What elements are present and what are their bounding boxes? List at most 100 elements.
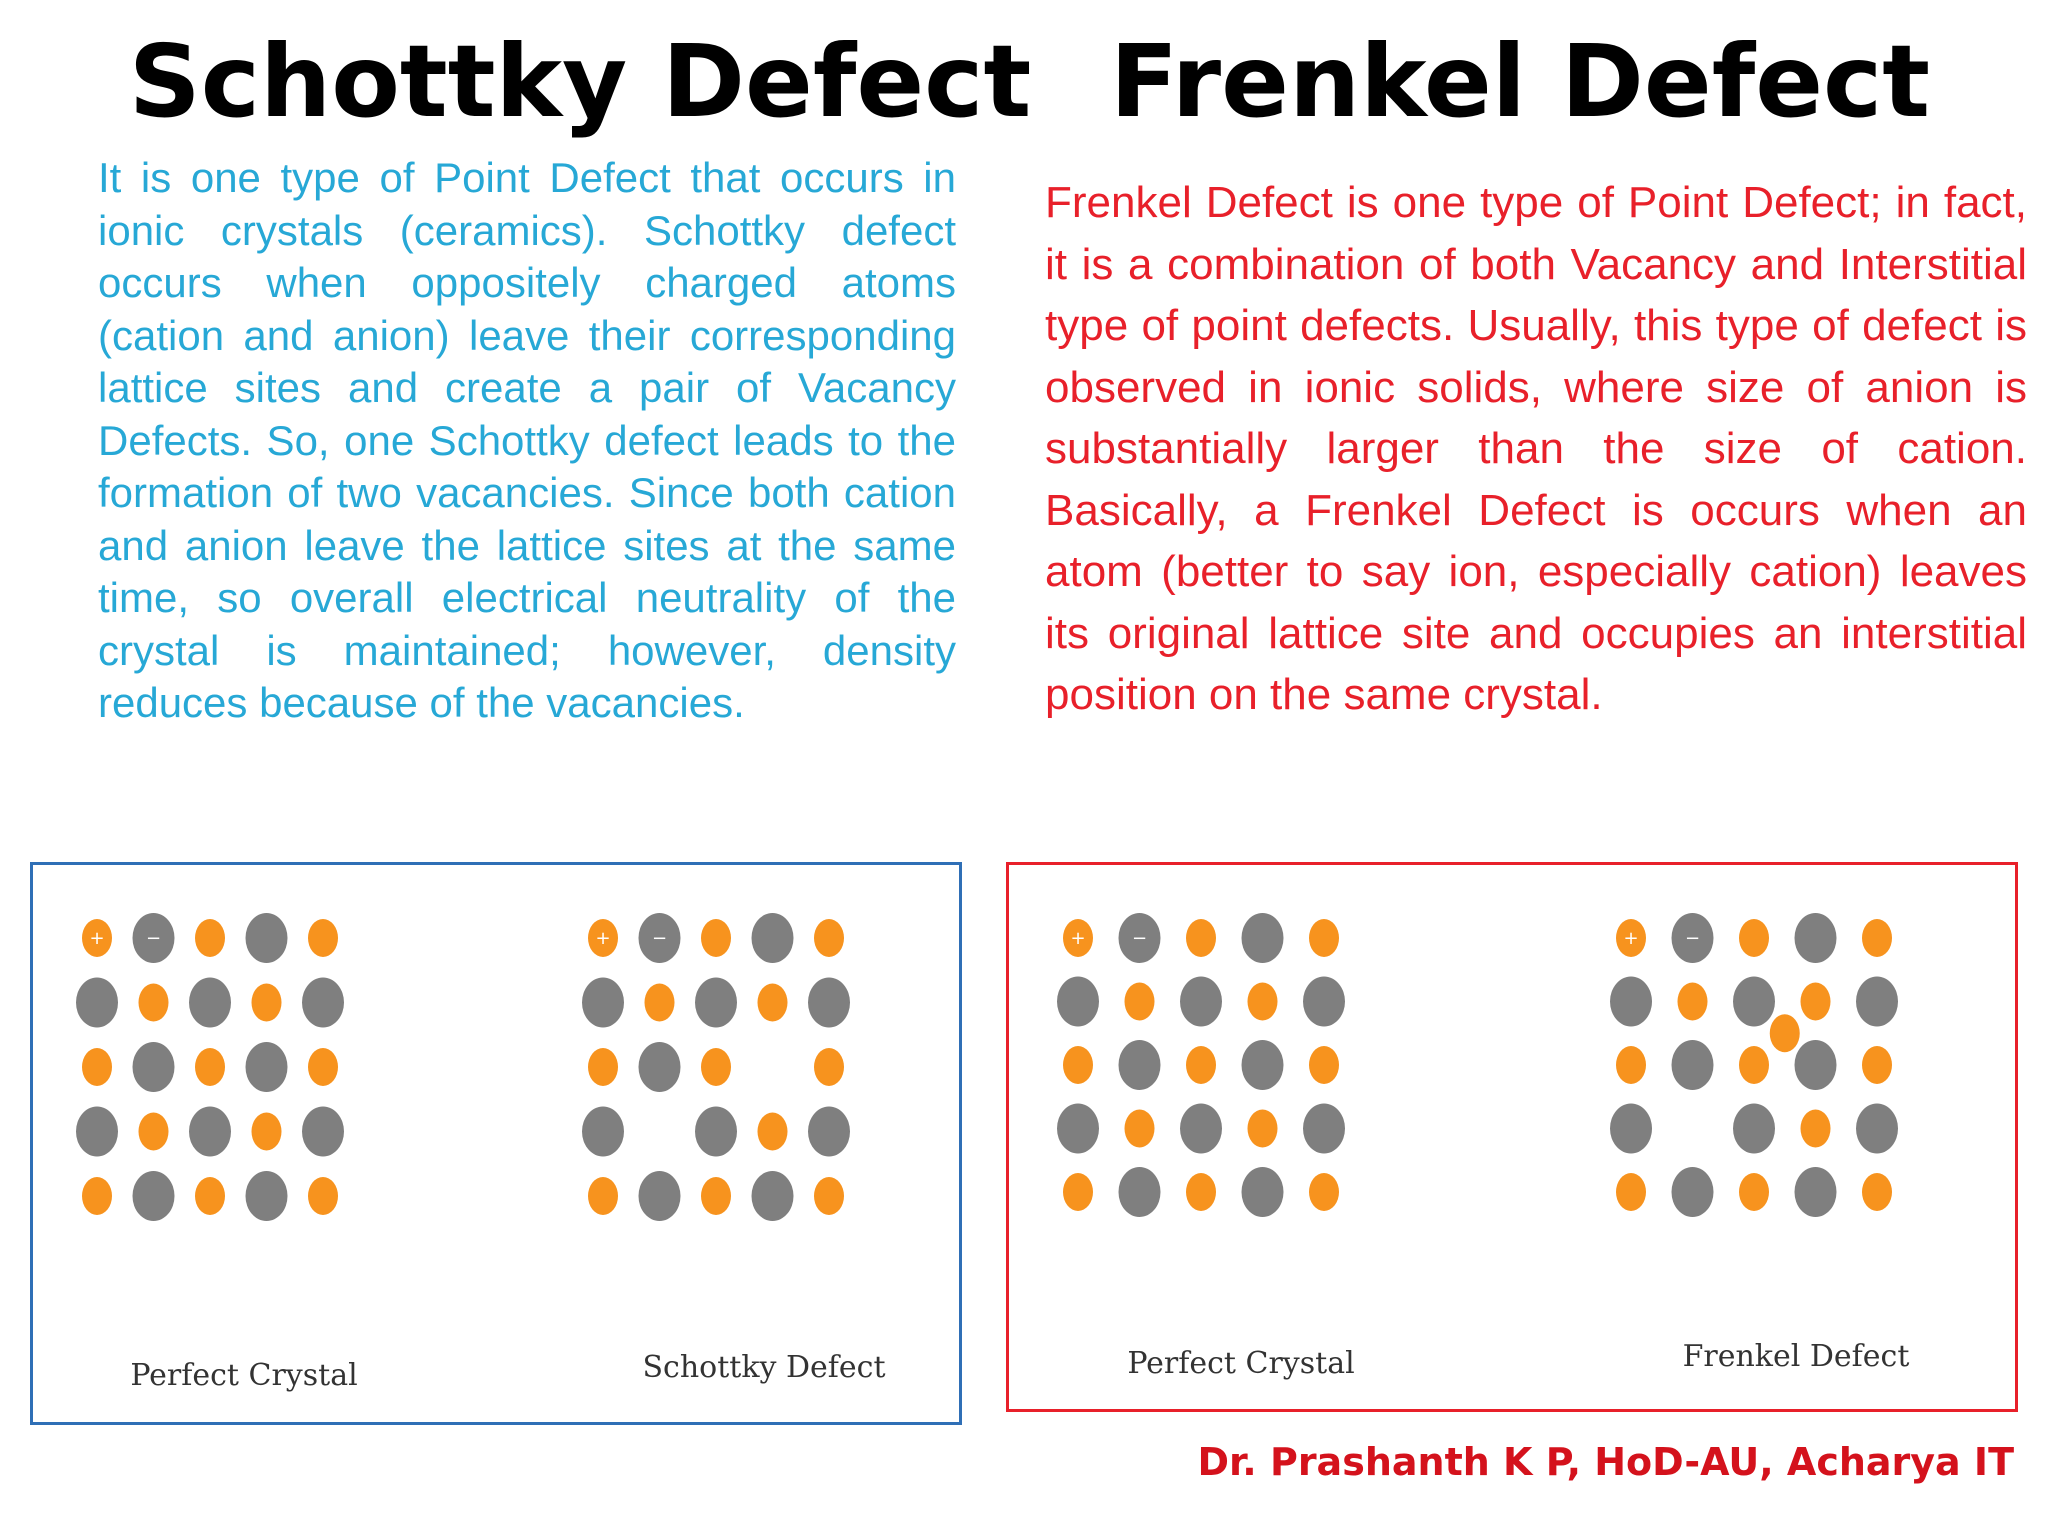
anion [808,1106,850,1157]
anion [302,1106,344,1157]
frenkel-defect-lattice: +− [1610,913,1898,1217]
cation [1063,1046,1093,1084]
plus-sign: + [1070,928,1085,949]
anion [1794,1167,1837,1217]
anion [1118,1040,1161,1090]
anion [302,977,344,1028]
anion [245,913,288,963]
anion [1241,1040,1284,1090]
anion [1610,1103,1652,1154]
anion [1733,976,1775,1027]
anion [1180,1103,1222,1154]
anion [1610,976,1652,1027]
perfect-crystal-caption: Perfect Crystal [130,1358,357,1393]
cation [1186,1173,1216,1211]
anion [638,1171,681,1221]
anion [132,1042,175,1092]
schottky-diagram-panel: +− +− Perfect Crystal Schottky Defect [30,862,962,1425]
cation [1186,1046,1216,1084]
minus-sign: − [1132,928,1147,949]
cation [251,1112,282,1151]
schottky-defect-caption: Schottky Defect [642,1350,885,1385]
cation [1862,1173,1892,1211]
perfect-crystal-lattice: +− [76,913,344,1221]
anion [751,1171,794,1221]
cation [1862,919,1892,957]
minus-sign: − [1685,928,1700,949]
anion [245,1042,288,1092]
cation [195,1177,225,1215]
anion [1794,913,1837,963]
cation [701,1177,731,1215]
anion [245,1171,288,1221]
cation [644,983,675,1022]
cation [82,1048,112,1086]
cation [1739,919,1769,957]
anion [1180,976,1222,1027]
anion [1057,1103,1099,1154]
cation [1616,919,1646,957]
minus-sign: − [652,928,667,949]
cation [814,1177,844,1215]
cation [1677,982,1708,1021]
anion [1241,913,1284,963]
anion [1671,913,1714,963]
perfect-crystal-caption: Perfect Crystal [1127,1346,1354,1381]
anion [582,1106,624,1157]
anion [132,913,175,963]
anion [1856,976,1898,1027]
cation [251,983,282,1022]
anion [695,1106,737,1157]
schottky-diagram: +− +− Perfect Crystal Schottky Defect [76,913,886,1393]
cation [1616,1173,1646,1211]
schottky-description: It is one type of Point Defect that occu… [98,154,956,726]
frenkel-diagram-panel: +− +− Perfect Crystal Frenkel Defect [1006,862,2018,1412]
cation [757,983,788,1022]
anion [1794,1040,1837,1090]
cation [138,983,169,1022]
cation [1124,1109,1155,1148]
plus-sign: + [1623,928,1638,949]
cation [1769,1014,1800,1053]
anion [76,1106,118,1157]
anion [1241,1167,1284,1217]
anion [1303,1103,1345,1154]
cation [588,1177,618,1215]
anion [808,977,850,1028]
anion [1303,976,1345,1027]
cation [82,919,112,957]
anion [1057,976,1099,1027]
anion [1733,1103,1775,1154]
cation [1063,1173,1093,1211]
cation [195,1048,225,1086]
anion [638,913,681,963]
anion [76,977,118,1028]
frenkel-defect-caption: Frenkel Defect [1683,1339,1910,1374]
anion [1671,1040,1714,1090]
anion [189,1106,231,1157]
plus-sign: + [595,928,610,949]
frenkel-diagram: +− +− Perfect Crystal Frenkel Defect [1057,913,1910,1381]
cation [1186,919,1216,957]
cation [1800,1109,1831,1148]
frenkel-description: Frenkel Defect is one type of Point Defe… [1045,178,2027,719]
anion [1118,913,1161,963]
schottky-title: Schottky Defect [128,23,1032,140]
cation [701,1048,731,1086]
anion [189,977,231,1028]
cation [588,919,618,957]
cation [1800,982,1831,1021]
cation [1247,982,1278,1021]
minus-sign: − [146,928,161,949]
plus-sign: + [89,928,104,949]
anion [695,977,737,1028]
cation [308,1177,338,1215]
anion [751,913,794,963]
cation [1739,1173,1769,1211]
anion [1118,1167,1161,1217]
cation [1309,919,1339,957]
cation [1862,1046,1892,1084]
cation [1309,1173,1339,1211]
perfect-crystal-lattice: +− [1057,913,1345,1217]
frenkel-title: Frenkel Defect [1109,23,1931,140]
